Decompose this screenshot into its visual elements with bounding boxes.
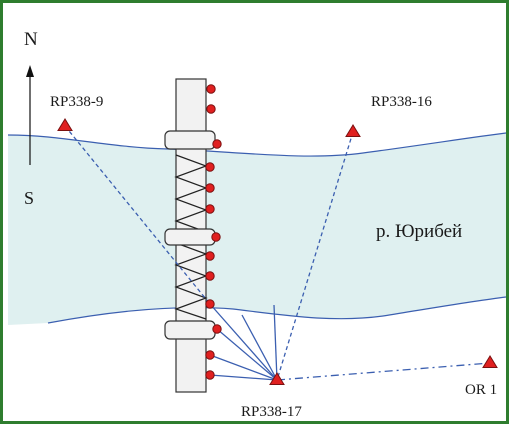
ray-rp338-17: [241, 314, 278, 381]
sensor-point: [205, 271, 215, 281]
river-crossing-diagram: N S р. Юрибей RP338-9 RP338-16 RP338-17 …: [7, 29, 507, 420]
station-rp338-16: [345, 124, 361, 138]
sensor-point: [205, 350, 215, 360]
sensor-point: [205, 251, 215, 261]
river-label: р. Юрибей: [376, 221, 462, 242]
sensor-point: [205, 370, 215, 380]
sensor-point: [205, 204, 215, 214]
river-area: [8, 133, 506, 325]
sensor-point: [206, 104, 216, 114]
pipe-zigzag-lower: [174, 242, 208, 320]
ray-rp338-16: [276, 131, 354, 381]
station-rp338-9: [57, 118, 73, 132]
station-rp338-17: [269, 372, 285, 386]
ray-rp338-17: [209, 374, 278, 381]
compass-north-label: N: [24, 29, 38, 50]
pipe-zigzag-upper: [174, 154, 208, 233]
sensor-point: [211, 232, 221, 242]
compass-south-label: S: [24, 188, 34, 208]
ray-rp338-17: [273, 304, 278, 381]
ray-lines: [64, 125, 491, 381]
sensor-point: [205, 183, 215, 193]
sensor-point: [206, 84, 216, 94]
river-north-bank: [7, 132, 507, 157]
compass: N S: [24, 29, 38, 208]
stations: [57, 118, 498, 386]
sensor-point: [212, 139, 222, 149]
ray-rp338-17: [216, 328, 278, 381]
station-or-1: [482, 355, 498, 369]
sensor-point: [205, 299, 215, 309]
ray-or-1: [276, 362, 491, 381]
pipe-clamp: [164, 228, 216, 246]
pipe-clamp: [164, 130, 216, 150]
ray-rp338-9: [64, 125, 211, 305]
pipe-clamp: [164, 320, 216, 340]
station-label-rp338-16: RP338-16: [371, 94, 432, 110]
station-label-rp338-9: RP338-9: [50, 94, 103, 110]
compass-arrow-head: [26, 65, 34, 77]
ray-rp338-17: [209, 354, 278, 381]
ray-rp338-17: [209, 303, 278, 381]
station-label-or-1: OR 1: [465, 382, 497, 398]
station-label-rp338-17: RP338-17: [241, 404, 302, 420]
sensor-points: [205, 84, 222, 380]
sensor-point: [212, 324, 222, 334]
sensor-point: [205, 162, 215, 172]
